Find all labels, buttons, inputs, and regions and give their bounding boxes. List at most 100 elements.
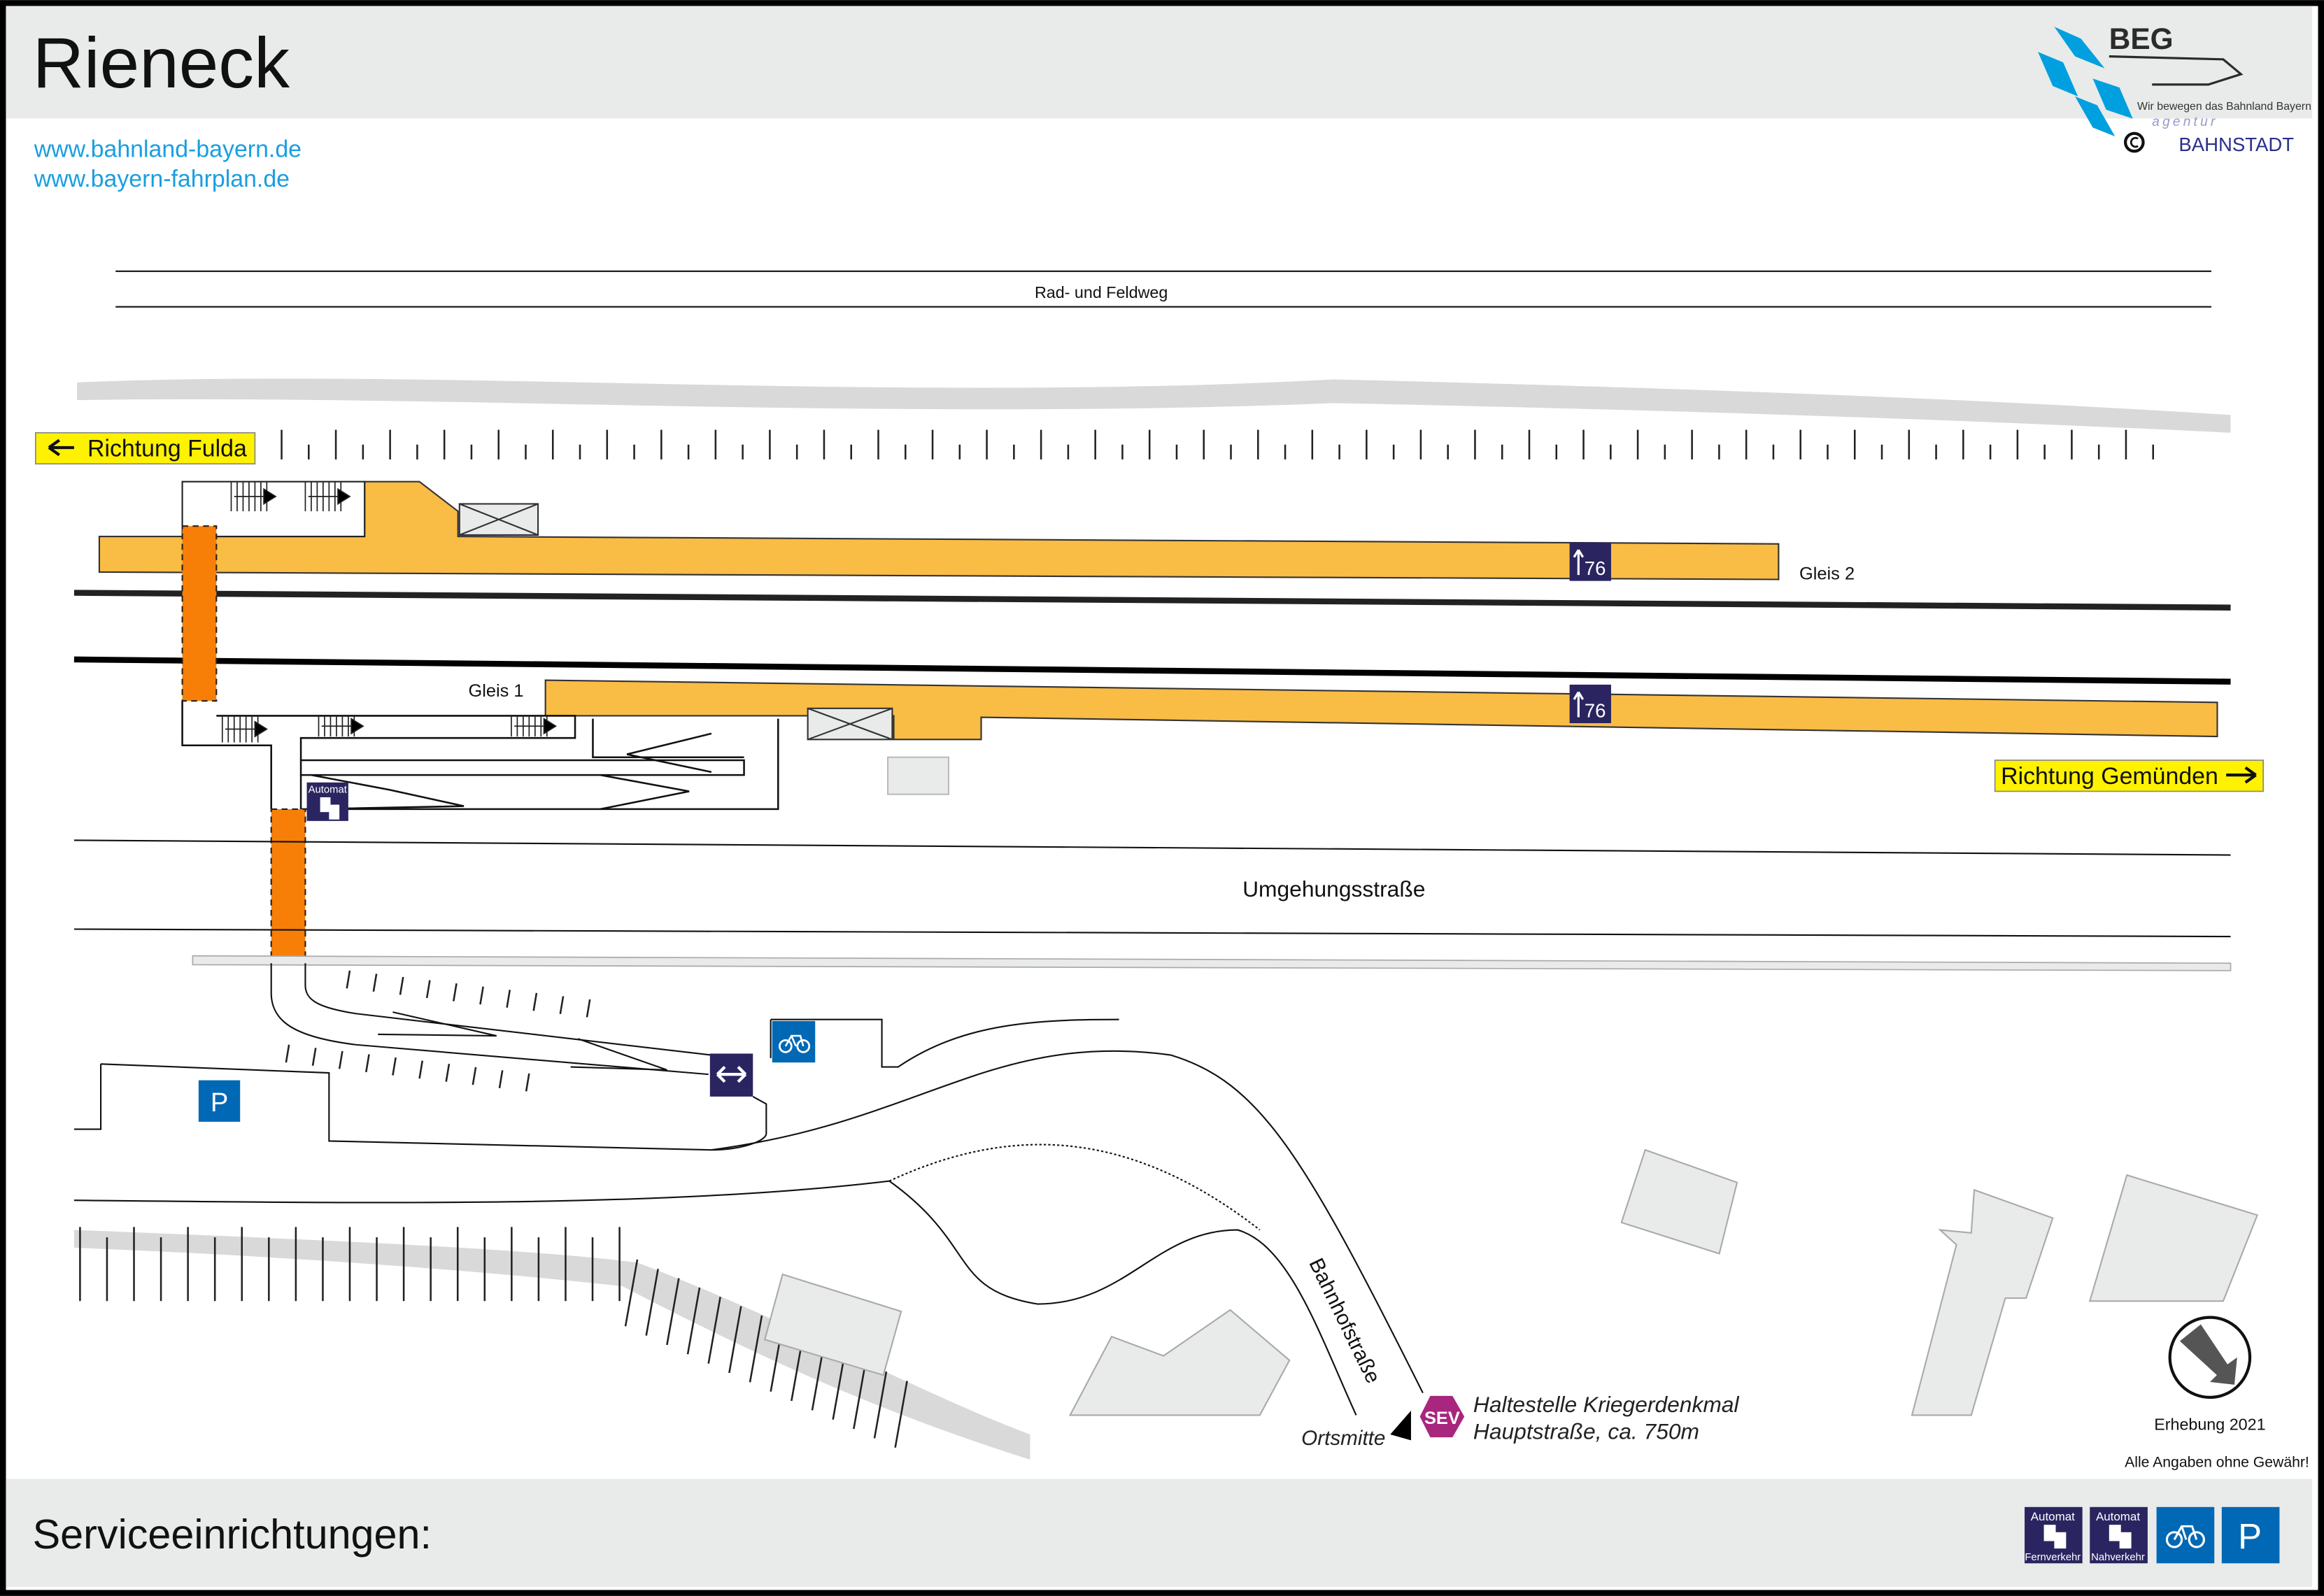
sev-badge: SEV bbox=[1419, 1395, 1465, 1438]
svg-text:P: P bbox=[2238, 1516, 2262, 1556]
town-center-label: Ortsmitte bbox=[1301, 1427, 1385, 1450]
arrows-both-icon bbox=[716, 1066, 747, 1083]
svg-text:76: 76 bbox=[1585, 557, 1606, 579]
service-parking: P bbox=[2221, 1506, 2280, 1564]
survey-year: Erhebung 2021 bbox=[2154, 1416, 2265, 1434]
fence-post bbox=[666, 1278, 680, 1346]
fence-post bbox=[686, 1287, 701, 1355]
track-2 bbox=[73, 590, 2231, 611]
arrow-right-icon bbox=[263, 487, 277, 505]
fence-post bbox=[532, 992, 538, 1011]
svg-text:Wir bewegen das Bahnland Bayer: Wir bewegen das Bahnland Bayern bbox=[2137, 101, 2311, 113]
fence-post bbox=[707, 1297, 721, 1364]
link-fahrplan[interactable]: www.bayern-fahrplan.de bbox=[34, 166, 290, 192]
fence-post bbox=[479, 986, 484, 1005]
direction-sign-gemuenden: Richtung Gemünden bbox=[1994, 760, 2264, 792]
track-2-label: Gleis 2 bbox=[1799, 564, 1855, 584]
fence-post bbox=[346, 970, 351, 989]
sev-stop-name: Haltestelle Kriegerdenkmal bbox=[1473, 1392, 1740, 1417]
svg-text:Richtung Fulda: Richtung Fulda bbox=[87, 436, 247, 462]
svg-text:Automat: Automat bbox=[2096, 1510, 2140, 1523]
interchange-sign bbox=[709, 1053, 753, 1097]
disclaimer: Alle Angaben ohne Gewähr! bbox=[2125, 1455, 2309, 1471]
fence-post bbox=[894, 1381, 908, 1448]
service-automat-nahverkehr: Automat Nahverkehr bbox=[2090, 1506, 2148, 1564]
copyright-icon bbox=[2123, 131, 2145, 153]
service-automat-fernverkehr: Automat Fernverkehr bbox=[2025, 1506, 2083, 1564]
parking-sign: P bbox=[198, 1080, 241, 1122]
hedge-south bbox=[73, 1230, 1030, 1460]
fence-post bbox=[338, 1050, 343, 1069]
arrow-right-icon bbox=[254, 720, 268, 738]
fence-post bbox=[749, 1315, 763, 1383]
stairs-gleis-1 bbox=[221, 715, 558, 743]
track-1 bbox=[73, 656, 2231, 685]
building-small bbox=[886, 756, 949, 795]
fence-post bbox=[559, 996, 565, 1015]
fence-post bbox=[445, 1063, 451, 1082]
fence-post bbox=[392, 1057, 397, 1076]
fence-post bbox=[853, 1362, 867, 1430]
svg-text:Nahverkehr: Nahverkehr bbox=[2091, 1552, 2145, 1563]
fence-post bbox=[372, 974, 378, 992]
hedge-north bbox=[77, 378, 2231, 433]
path-label: Rad- und Feldweg bbox=[1035, 283, 1168, 301]
fence-post bbox=[472, 1067, 477, 1085]
direction-sign-fulda: Richtung Fulda bbox=[34, 432, 256, 465]
direction-triangle-icon bbox=[1390, 1411, 1411, 1441]
svg-text:BAHNSTADT: BAHNSTADT bbox=[2178, 134, 2294, 155]
fence-post bbox=[425, 980, 431, 999]
footer-band bbox=[6, 1479, 2313, 1588]
fence-post bbox=[311, 1048, 317, 1066]
track-1-label: Gleis 1 bbox=[468, 681, 523, 701]
fence-post bbox=[586, 999, 591, 1018]
link-bahnland[interactable]: www.bahnland-bayern.de bbox=[34, 136, 302, 163]
bicycle-parking-sign bbox=[772, 1020, 816, 1063]
svg-text:Automat: Automat bbox=[309, 785, 348, 796]
sev-stop-distance: Hauptstraße, ca. 750m bbox=[1473, 1418, 1699, 1444]
fence-post bbox=[285, 1044, 290, 1063]
ramps bbox=[181, 701, 779, 811]
platform-sign-76-gleis-2: 76 bbox=[1569, 542, 1611, 581]
arrow-right-icon bbox=[2226, 766, 2257, 784]
road-label: Umgehungsstraße bbox=[1242, 876, 1425, 902]
underpass-road bbox=[270, 808, 306, 964]
ticket-machine-icon: Automat bbox=[306, 782, 348, 821]
fence-post bbox=[418, 1060, 424, 1079]
footer-title: Serviceeinrichtungen: bbox=[33, 1511, 432, 1558]
fence-post bbox=[498, 1070, 504, 1088]
page-title: Rieneck bbox=[33, 23, 290, 103]
fence-post bbox=[525, 1073, 530, 1092]
svg-text:SEV: SEV bbox=[1424, 1409, 1460, 1428]
fence-post bbox=[506, 990, 511, 1008]
svg-text:76: 76 bbox=[1585, 700, 1606, 722]
svg-text:P: P bbox=[211, 1088, 228, 1118]
sidewalk bbox=[192, 955, 2232, 971]
platform-sign-76-gleis-1: 76 bbox=[1569, 684, 1611, 724]
platform-gleis-1 bbox=[544, 679, 2218, 741]
arrow-right-icon bbox=[543, 718, 558, 735]
arrow-left-icon bbox=[48, 439, 74, 457]
stairs-gleis-2 bbox=[230, 481, 351, 512]
svg-text:Automat: Automat bbox=[2031, 1510, 2075, 1523]
beg-logo: BEG Wir bewegen das Bahnland Bayern bbox=[2038, 22, 2311, 137]
fence-post bbox=[624, 1259, 639, 1327]
arrow-right-icon bbox=[337, 487, 351, 505]
service-bicycle-parking bbox=[2156, 1506, 2215, 1564]
streets bbox=[73, 963, 1424, 1416]
fence-post bbox=[365, 1054, 370, 1073]
arrow-right-icon bbox=[350, 718, 364, 735]
fence-post bbox=[873, 1371, 888, 1439]
fence-post bbox=[453, 983, 458, 1002]
svg-text:Fernverkehr: Fernverkehr bbox=[2025, 1552, 2081, 1563]
fence-post bbox=[399, 976, 404, 995]
fence-post bbox=[645, 1269, 659, 1336]
buildings bbox=[763, 1148, 2259, 1416]
fence-post bbox=[728, 1306, 742, 1374]
svg-text:agentur: agentur bbox=[2152, 115, 2218, 129]
underpass-tracks bbox=[181, 525, 218, 702]
copyright-agentur-bahnstadt: agentur BAHNSTADT bbox=[2123, 115, 2294, 155]
svg-text:BEG: BEG bbox=[2109, 22, 2174, 55]
header-band bbox=[6, 6, 2313, 119]
